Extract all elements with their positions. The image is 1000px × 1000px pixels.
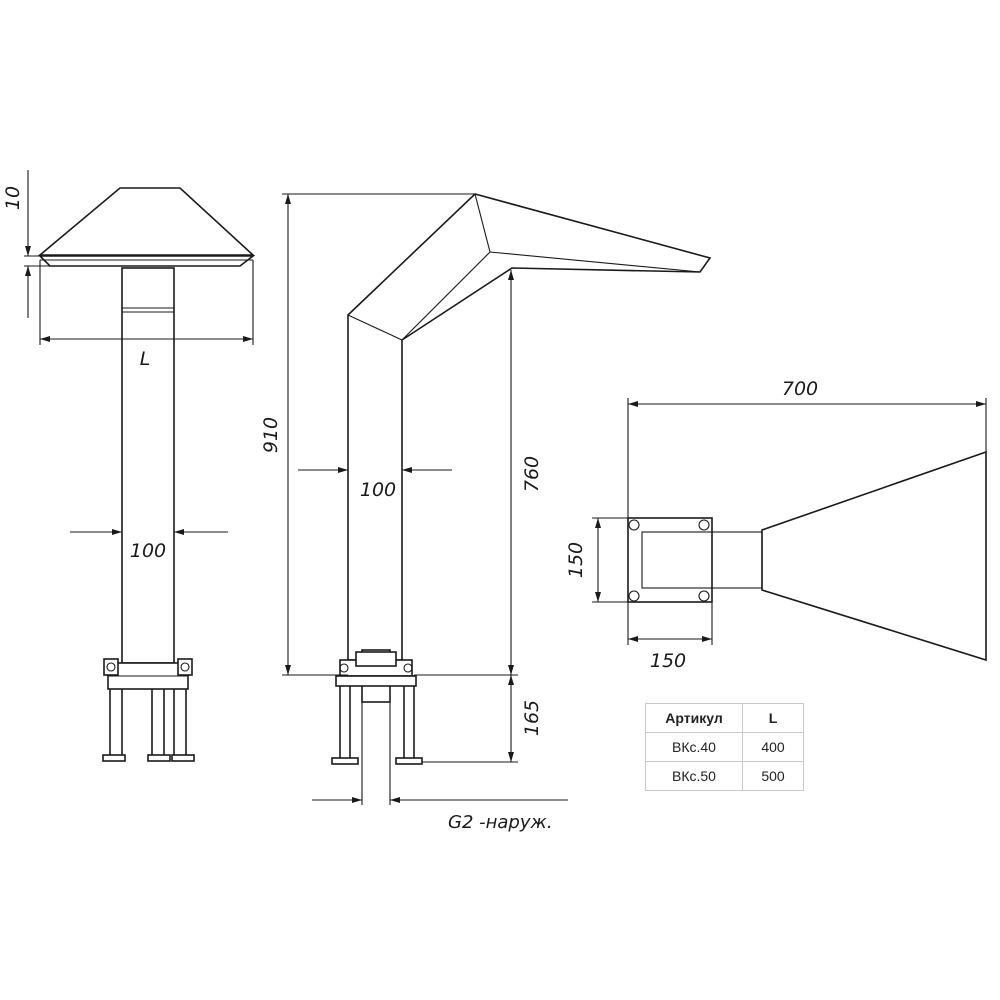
front-cap-rim — [38, 255, 256, 267]
table-header-row: Артикул L — [645, 703, 804, 733]
front-pipe — [121, 267, 175, 664]
header-article: Артикул — [645, 703, 743, 733]
plan-view: 700 150 150 — [565, 378, 987, 672]
cell-L: 500 — [742, 761, 804, 791]
cell-L: 400 — [742, 732, 804, 762]
table-row: ВКс.50 500 — [645, 761, 804, 791]
front-cap — [37, 187, 256, 256]
dim-plan-length: 700 — [782, 378, 818, 400]
cell-article: ВКс.40 — [645, 732, 743, 762]
dim-cap-gap: 10 — [2, 186, 24, 210]
dim-width-L: L — [140, 348, 151, 370]
dim-flange-width: 150 — [650, 650, 686, 672]
thread-note: G2 -наруж. — [448, 812, 552, 833]
spec-table: Артикул L ВКс.40 400 ВКс.50 500 — [645, 703, 804, 791]
front-view: 10 L 100 — [2, 170, 256, 762]
dim-pipe-front: 100 — [130, 540, 166, 562]
table-row: ВКс.40 400 — [645, 732, 804, 762]
side-view: 910 100 760 165 G2 -наруж. — [260, 193, 712, 833]
header-L: L — [742, 703, 804, 733]
dim-flange-height: 150 — [565, 542, 587, 578]
dim-pipe-height: 760 — [521, 456, 543, 492]
dim-pipe-side: 100 — [360, 479, 396, 501]
plan-flange — [627, 517, 713, 603]
plan-horn — [761, 450, 987, 662]
cell-article: ВКс.50 — [645, 761, 743, 791]
dim-base-height: 165 — [521, 700, 543, 736]
dim-total-height: 910 — [260, 417, 282, 453]
